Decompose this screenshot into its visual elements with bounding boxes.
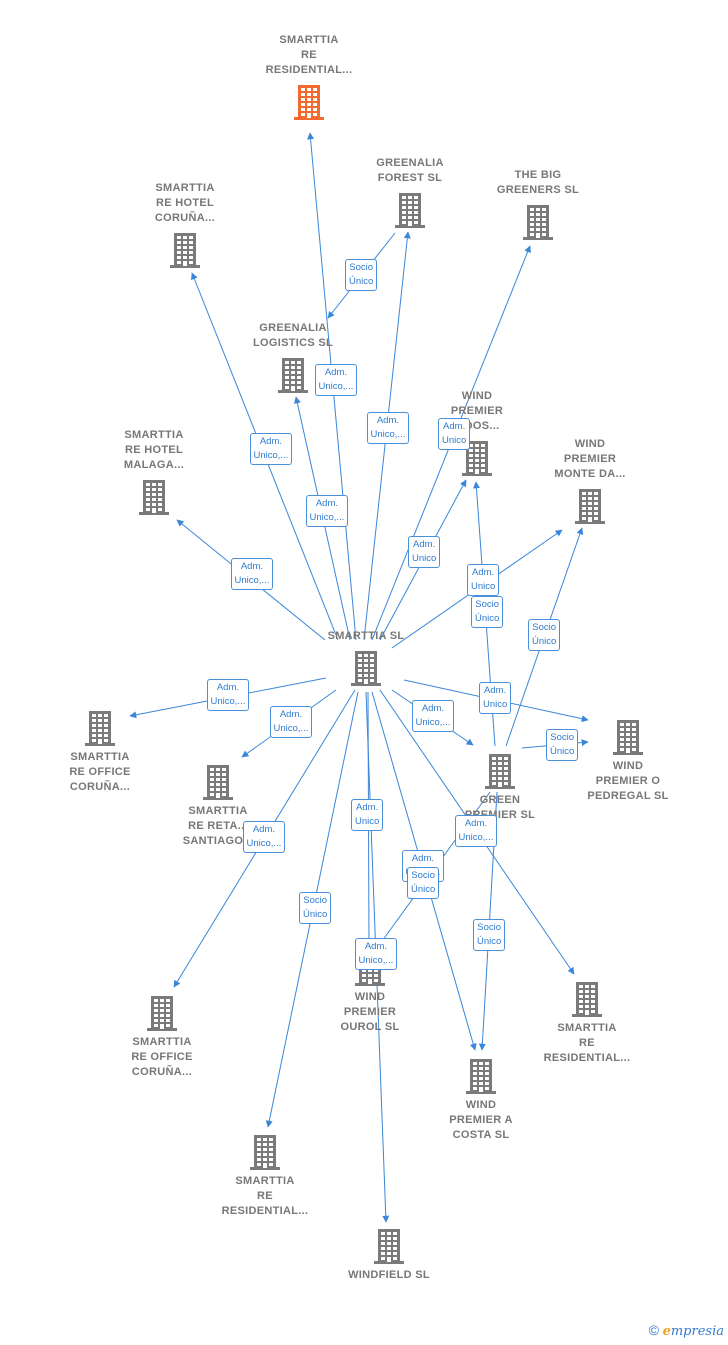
building-icon: [572, 982, 602, 1017]
relation-badge[interactable]: Adm. Unico,...: [454, 815, 498, 847]
company-name[interactable]: SMARTTIA RE RESIDENTIAL...: [265, 34, 353, 76]
company-name[interactable]: SMARTTIA RE HOTEL CORUÑA...: [154, 182, 216, 224]
company-node-pedregal[interactable]: WIND PREMIER O PEDREGAL SL: [563, 719, 693, 804]
building-icon: [466, 1059, 496, 1094]
relation-badge[interactable]: Socio Único: [299, 892, 332, 924]
relation-badge[interactable]: Adm. Unico,...: [411, 700, 455, 732]
relation-badge[interactable]: Adm. Unico,...: [249, 433, 293, 465]
company-node-office-coruna1[interactable]: SMARTTIA RE OFFICE CORUÑA...: [35, 710, 165, 795]
relation-badge[interactable]: Socio Único: [528, 619, 561, 651]
company-name[interactable]: SMARTTIA RE OFFICE CORUÑA...: [131, 1036, 193, 1078]
brand-footer[interactable]: © empresia: [649, 1322, 724, 1339]
company-node-center[interactable]: SMARTTIA SL: [301, 629, 431, 686]
building-icon: [351, 651, 381, 686]
company-node-hotel-malaga[interactable]: SMARTTIA RE HOTEL MALAGA...: [89, 428, 219, 515]
building-icon: [170, 233, 200, 268]
company-node-office-coruna2[interactable]: SMARTTIA RE OFFICE CORUÑA...: [97, 995, 227, 1080]
building-icon: [294, 85, 324, 120]
relation-badge[interactable]: Adm. Unico,...: [305, 495, 349, 527]
company-name[interactable]: GREENALIA LOGISTICS SL: [253, 322, 333, 349]
company-node-hotel-coruna[interactable]: SMARTTIA RE HOTEL CORUÑA...: [120, 181, 250, 268]
company-node-big-greeners[interactable]: THE BIG GREENERS SL: [473, 168, 603, 240]
company-node-a-costa[interactable]: WIND PREMIER A COSTA SL: [416, 1058, 546, 1143]
company-node-windfield[interactable]: WINDFIELD SL: [324, 1228, 454, 1283]
relation-badge[interactable]: Adm. Unico,...: [230, 558, 274, 590]
company-name[interactable]: THE BIG GREENERS SL: [496, 169, 580, 196]
relation-badge[interactable]: Adm. Unico,...: [366, 412, 410, 444]
relation-badge[interactable]: Adm. Unico: [467, 564, 500, 596]
building-icon: [613, 720, 643, 755]
building-icon: [523, 205, 553, 240]
building-icon: [395, 193, 425, 228]
company-node-premier-dos[interactable]: WIND PREMIER ...DOS...: [412, 389, 542, 476]
company-name[interactable]: WIND PREMIER A COSTA SL: [449, 1099, 513, 1141]
building-icon: [278, 358, 308, 393]
relation-badge[interactable]: Socio Único: [473, 919, 506, 951]
company-node-monte-da[interactable]: WIND PREMIER MONTE DA...: [525, 437, 655, 524]
building-icon: [462, 441, 492, 476]
relation-badge[interactable]: Adm. Unico: [438, 418, 471, 450]
company-name[interactable]: WIND PREMIER MONTE DA...: [554, 438, 626, 480]
relation-badge[interactable]: Adm. Unico,...: [314, 364, 358, 396]
relation-badge[interactable]: Adm. Unico,...: [269, 706, 313, 738]
company-node-greenalia-logistics[interactable]: GREENALIA LOGISTICS SL: [228, 321, 358, 393]
company-name[interactable]: WIND PREMIER O PEDREGAL SL: [587, 760, 669, 802]
company-name[interactable]: WIND PREMIER OUROL SL: [340, 991, 400, 1033]
building-icon: [575, 489, 605, 524]
company-name[interactable]: SMARTTIA RE RESIDENTIAL...: [221, 1175, 309, 1217]
relation-badge[interactable]: Socio Único: [407, 867, 440, 899]
company-node-greenalia-forest[interactable]: GREENALIA FOREST SL: [345, 156, 475, 228]
building-icon: [203, 765, 233, 800]
relation-badge[interactable]: Socio Único: [345, 259, 378, 291]
company-name[interactable]: GREENALIA FOREST SL: [376, 157, 444, 184]
company-node-residential-top[interactable]: SMARTTIA RE RESIDENTIAL...: [244, 33, 374, 120]
relation-badge[interactable]: Adm. Unico: [479, 682, 512, 714]
company-name[interactable]: SMARTTIA RE RETA... SANTIAGO...: [182, 805, 254, 847]
relation-badge[interactable]: Adm. Unico,...: [354, 938, 398, 970]
company-node-ourol[interactable]: WIND PREMIER OUROL SL: [305, 950, 435, 1035]
relation-badge[interactable]: Socio Único: [546, 729, 579, 761]
company-name[interactable]: WINDFIELD SL: [348, 1269, 430, 1281]
building-icon: [139, 480, 169, 515]
relation-badge[interactable]: Adm. Unico: [351, 799, 384, 831]
relation-badge[interactable]: Socio Único: [471, 596, 504, 628]
company-name[interactable]: SMARTTIA RE OFFICE CORUÑA...: [69, 751, 131, 793]
brand-logo: empresia: [662, 1324, 724, 1339]
company-name[interactable]: SMARTTIA SL: [327, 630, 405, 642]
company-name[interactable]: WIND PREMIER ...DOS...: [450, 390, 504, 432]
copyright-icon: ©: [648, 1322, 659, 1338]
relation-badge[interactable]: Adm. Unico: [408, 536, 441, 568]
company-node-retail-santiago[interactable]: SMARTTIA RE RETA... SANTIAGO...: [153, 764, 283, 849]
company-name[interactable]: SMARTTIA RE HOTEL MALAGA...: [123, 429, 185, 471]
building-icon: [147, 996, 177, 1031]
company-node-residential-bottom[interactable]: SMARTTIA RE RESIDENTIAL...: [200, 1134, 330, 1219]
company-name[interactable]: SMARTTIA RE RESIDENTIAL...: [543, 1022, 631, 1064]
company-node-green-premier[interactable]: GREEN PREMIER SL: [435, 753, 565, 823]
building-icon: [85, 711, 115, 746]
company-node-residential-right[interactable]: SMARTTIA RE RESIDENTIAL...: [522, 981, 652, 1066]
building-icon: [374, 1229, 404, 1264]
relation-badge[interactable]: Adm. Unico,...: [206, 679, 250, 711]
building-icon: [250, 1135, 280, 1170]
relation-badge[interactable]: Adm. Unico,...: [242, 821, 286, 853]
building-icon: [485, 754, 515, 789]
